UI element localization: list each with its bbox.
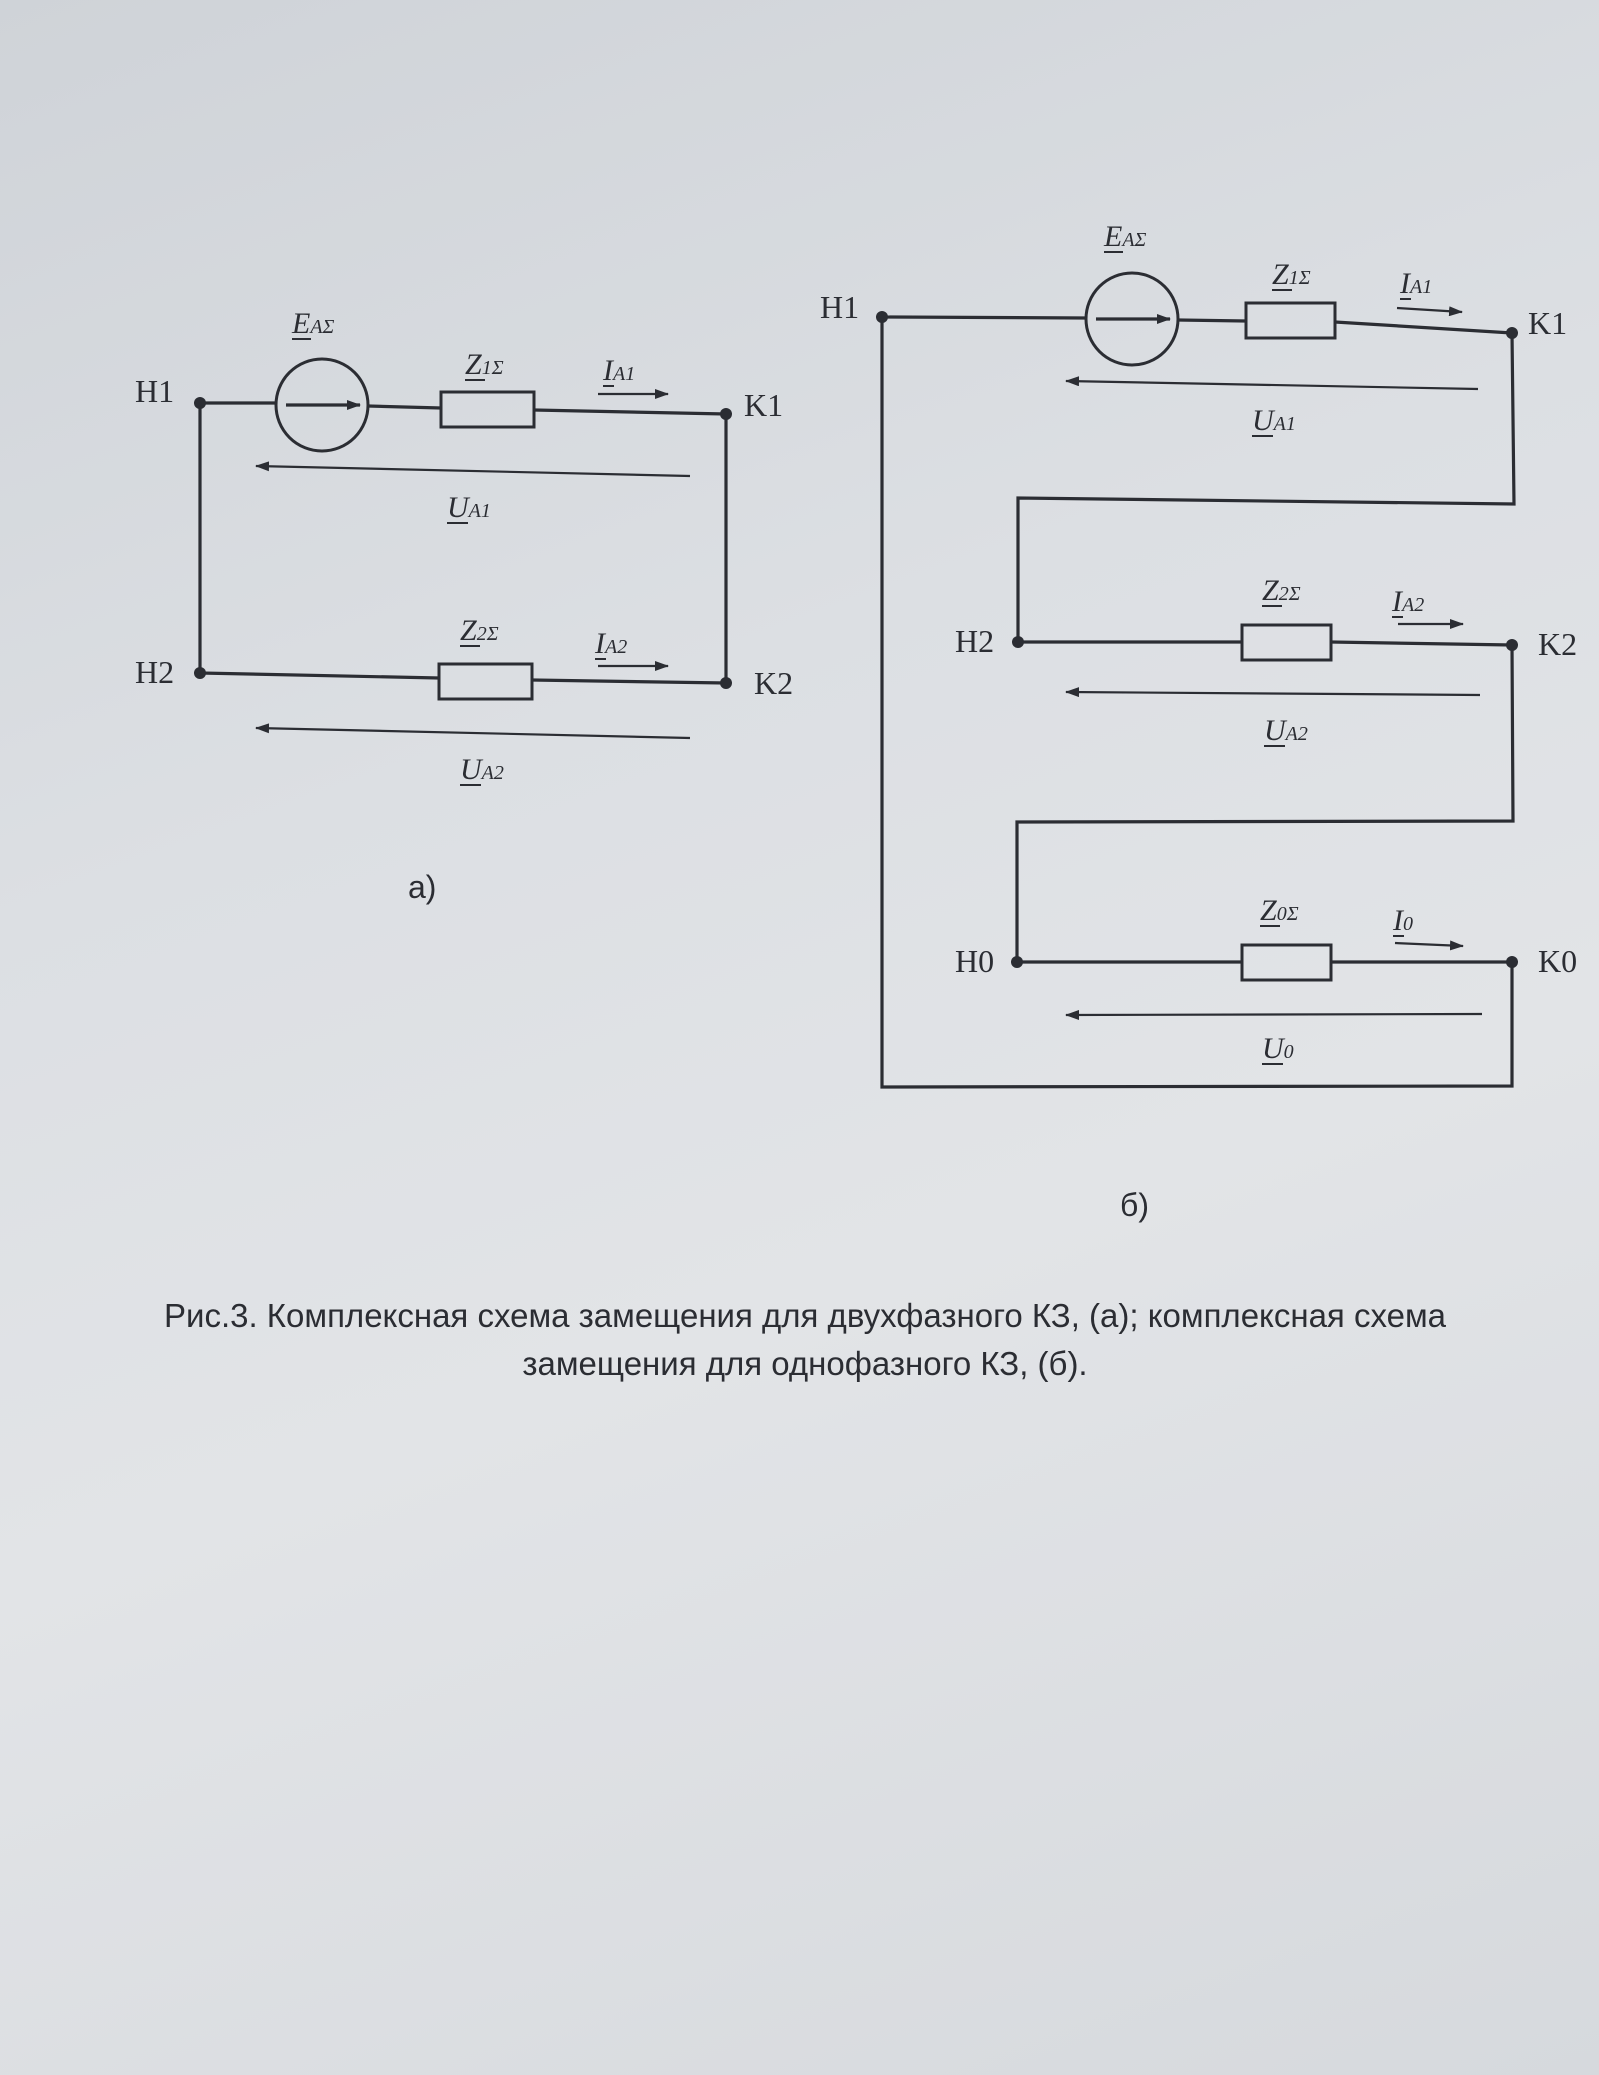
node-k0-b [1506, 956, 1518, 968]
node-k1-b [1506, 327, 1518, 339]
voltage-arrow-u0-b [1065, 1009, 1483, 1020]
resistor-z2-b [1240, 623, 1333, 662]
label-e-b: EAΣ [1103, 220, 1147, 253]
label-k2-a: K2 [754, 665, 793, 701]
label-u2-a: UA2 [460, 753, 504, 786]
resistor-z0-b [1240, 943, 1333, 982]
label-z0-b: Z0Σ [1260, 894, 1299, 927]
voltage-source-b [1084, 271, 1180, 367]
figure-caption: Рис.3. Комплексная схема замещения для д… [40, 1292, 1570, 1388]
label-i0-b: I0 [1392, 904, 1413, 937]
voltage-arrow-u2-b [1065, 687, 1481, 698]
label-u1-b: UA1 [1252, 404, 1296, 437]
label-e-a: EAΣ [291, 307, 335, 340]
node-k2-b [1506, 639, 1518, 651]
label-h1-b: H1 [820, 289, 859, 325]
label-k1-b: K1 [1528, 305, 1567, 341]
node-h2-b [1012, 636, 1024, 648]
label-z1-b: Z1Σ [1272, 258, 1311, 291]
node-h0-b [1011, 956, 1023, 968]
diagram-b-label: б) [1120, 1187, 1149, 1223]
current-arrow-i0-b [1394, 940, 1464, 951]
label-h2-b: H2 [955, 623, 994, 659]
label-i1-a: IA1 [602, 354, 635, 387]
resistor-z2-a [437, 662, 534, 701]
label-z2-b: Z2Σ [1262, 574, 1301, 607]
label-i2-b: IA2 [1391, 585, 1424, 618]
label-h0-b: H0 [955, 943, 994, 979]
label-u0-b: U0 [1262, 1032, 1294, 1065]
node-h1-b [876, 311, 888, 323]
resistor-z1-b [1244, 301, 1337, 340]
caption-line-2: замещения для однофазного КЗ, (б). [522, 1345, 1088, 1382]
voltage-arrow-u2-a [255, 723, 691, 740]
node-k1-a [720, 408, 732, 420]
label-u2-b: UA2 [1264, 714, 1308, 747]
label-k0-b: K0 [1538, 943, 1577, 979]
label-h1-a: H1 [135, 373, 174, 409]
node-h2-a [194, 667, 206, 679]
diagram-a-label: а) [408, 869, 436, 905]
diagram-b: H1 K1 H2 K2 H0 K0 EAΣ Z1Σ IA1 UA1 Z2Σ IA… [820, 220, 1577, 1223]
voltage-arrow-u1-a [255, 461, 691, 478]
node-k2-a [720, 677, 732, 689]
label-u1-a: UA1 [447, 491, 491, 524]
label-k1-a: K1 [744, 387, 783, 423]
node-h1-a [194, 397, 206, 409]
label-i1-b: IA1 [1399, 267, 1432, 300]
resistor-z1-a [439, 390, 536, 429]
current-arrow-i1-b [1396, 306, 1463, 317]
label-z1-a: Z1Σ [465, 348, 504, 381]
label-h2-a: H2 [135, 654, 174, 690]
diagram-a: H1 K1 H2 K2 EAΣ Z1Σ IA1 UA1 Z2Σ IA2 UA2 … [135, 307, 793, 905]
label-k2-b: K2 [1538, 626, 1577, 662]
label-z2-a: Z2Σ [460, 614, 499, 647]
voltage-arrow-u1-b [1065, 376, 1479, 391]
caption-line-1: Рис.3. Комплексная схема замещения для д… [164, 1297, 1446, 1334]
voltage-source-a [274, 357, 370, 453]
label-i2-a: IA2 [594, 627, 627, 660]
